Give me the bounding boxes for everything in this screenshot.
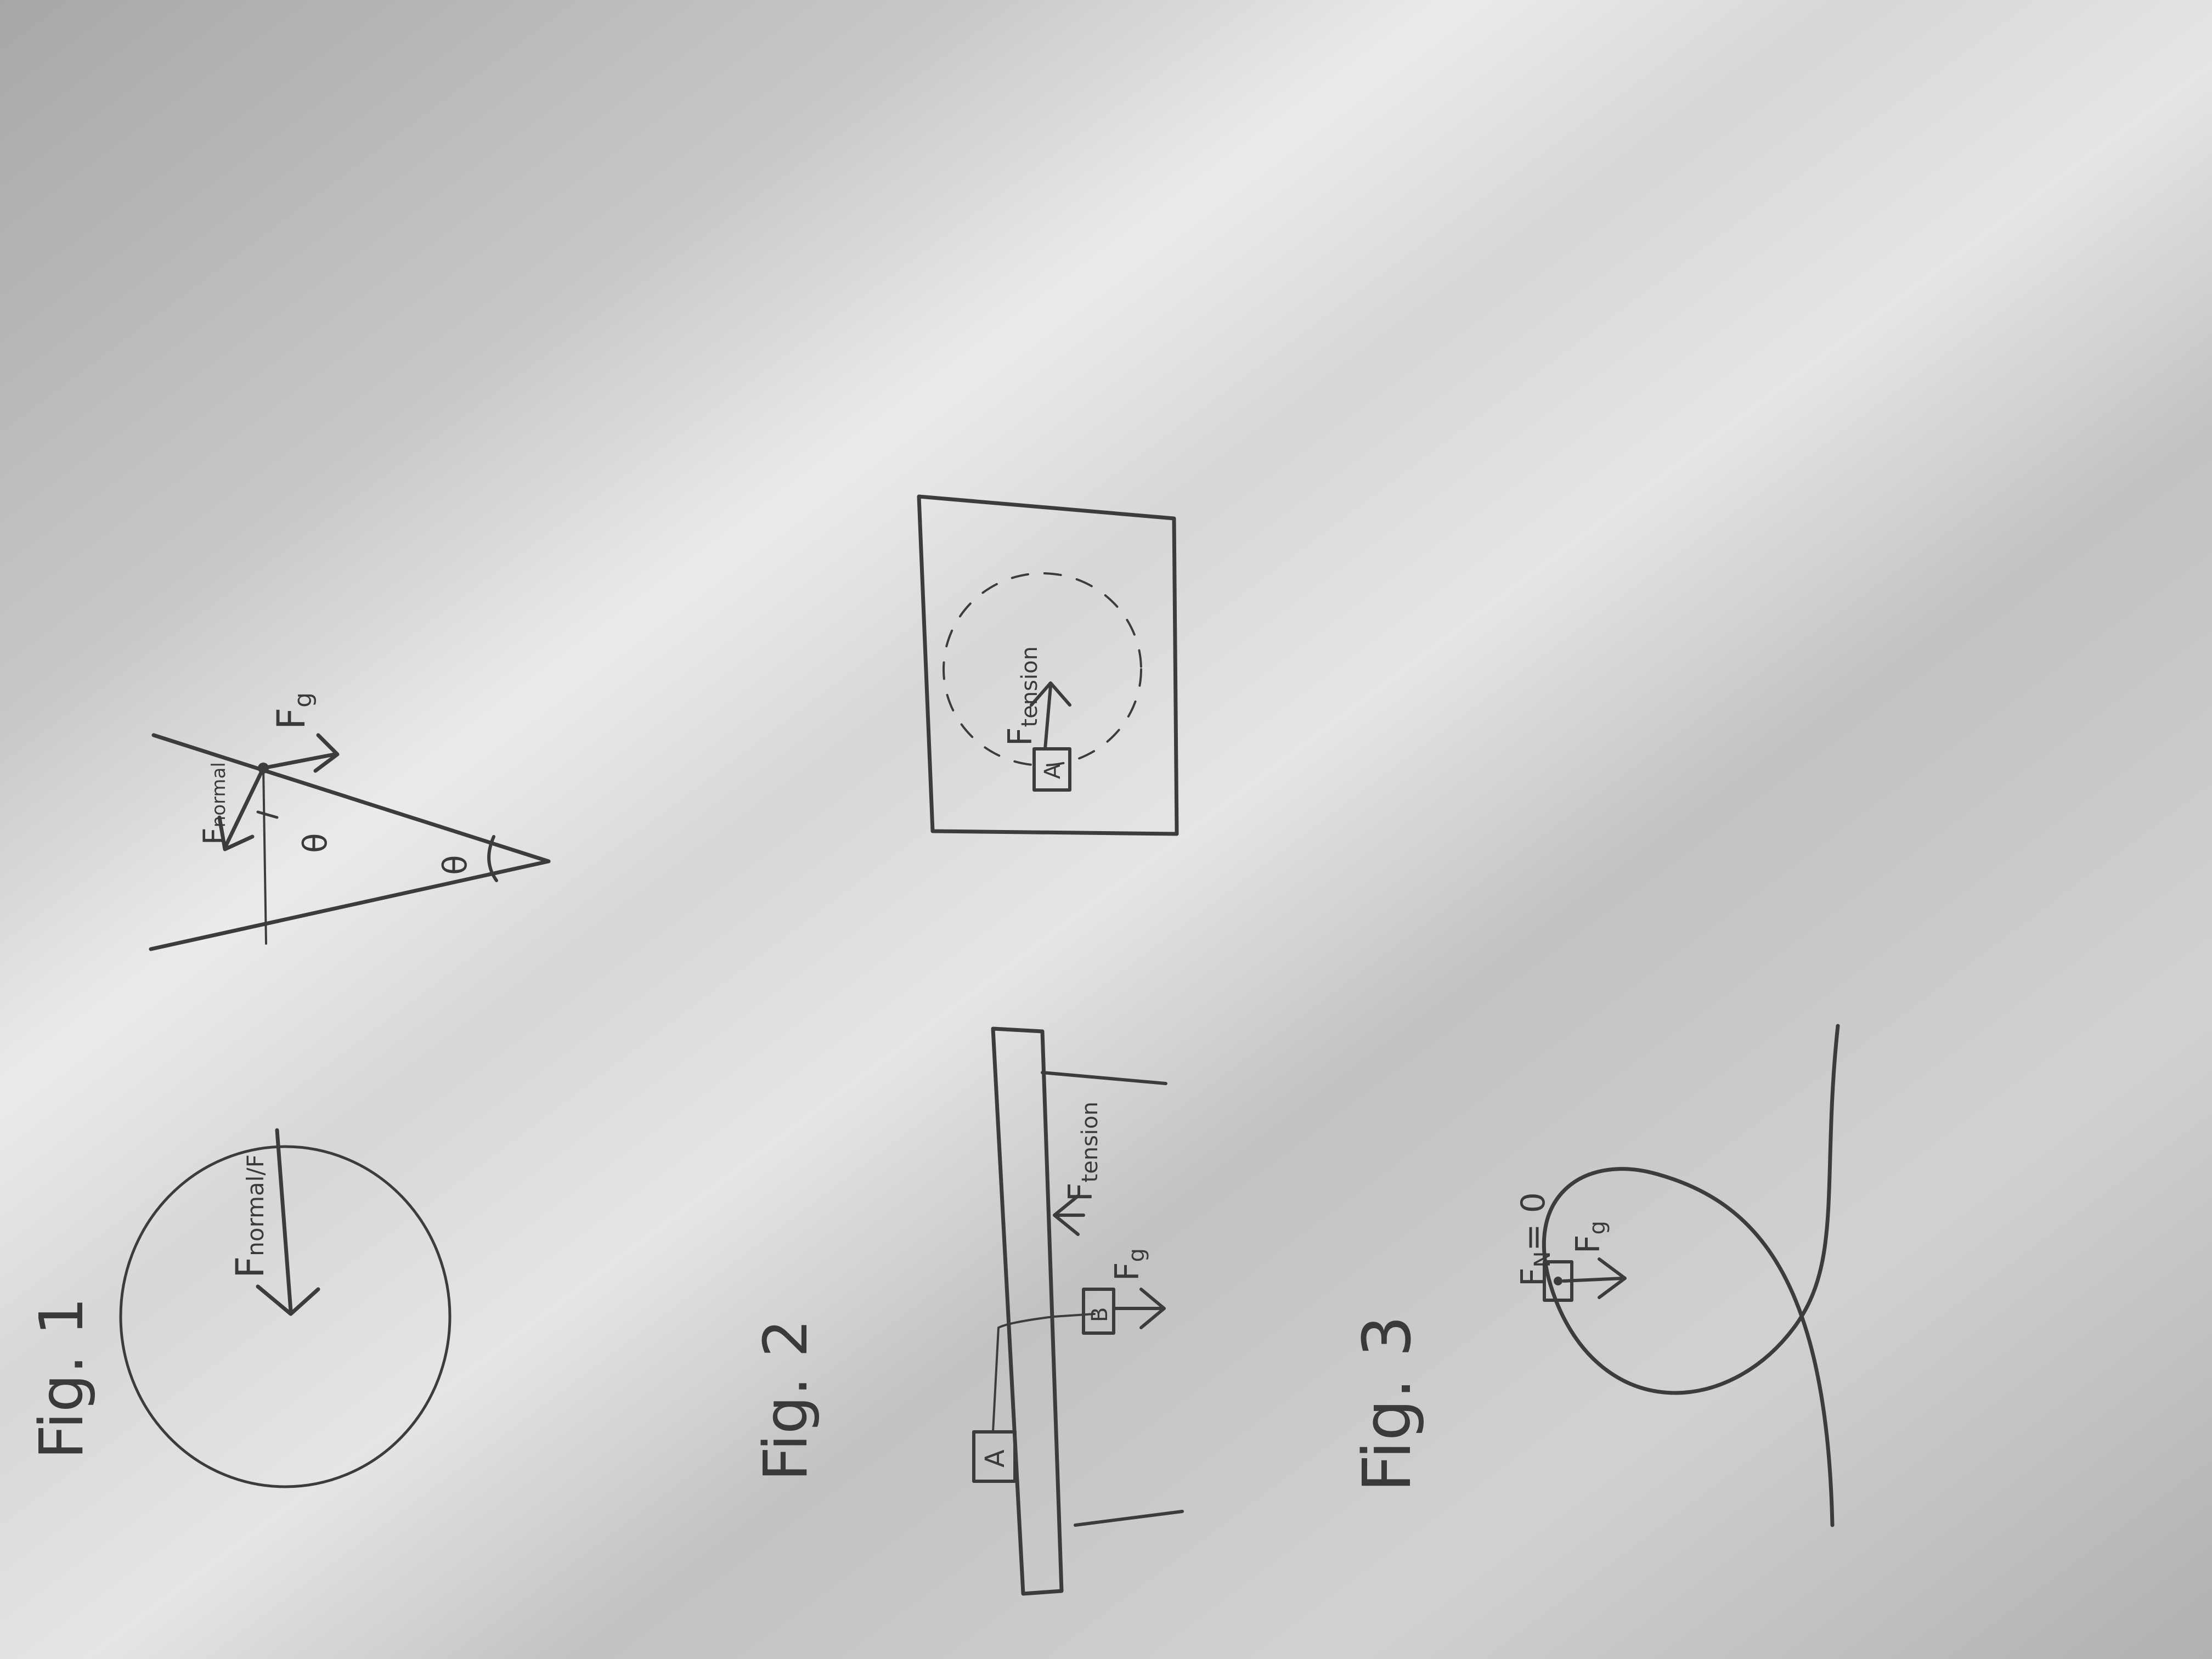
fig1-cone-normal-arrow xyxy=(223,766,266,850)
fig3-gravity-label: Fg xyxy=(1569,1221,1610,1254)
fig2-tension-arrowhead xyxy=(1053,1194,1080,1236)
fig2-block-a xyxy=(972,1430,1017,1483)
fig1-normal-label: Fnormal/F xyxy=(228,1154,273,1278)
figure-2: Fig. 2 A B Fg Ftension xyxy=(751,494,1184,1596)
fig2-top-block-label: A xyxy=(1040,764,1065,779)
fig2-platform-diagram: A Ftension xyxy=(917,494,1179,836)
fig2-rope xyxy=(992,1313,1096,1433)
fig1-cone-normal-arrowhead xyxy=(217,815,255,851)
fig2-centripetal-label: Ftension xyxy=(1001,646,1042,746)
fig2-gravity-label: Fg xyxy=(1108,1248,1149,1281)
fig1-gravity-arrow xyxy=(261,752,337,770)
fig2-top-block xyxy=(1032,747,1071,792)
fig2-beam xyxy=(991,1026,1064,1596)
fig2-platform-box xyxy=(917,494,1179,836)
fig2-leg-top xyxy=(1041,1071,1167,1085)
fig2-centripetal-arrowhead xyxy=(1030,681,1071,707)
fig2-beam-diagram: A B Fg Ftension xyxy=(972,1026,1184,1596)
fig2-centripetal-arrow xyxy=(1043,684,1052,751)
fig1-circle xyxy=(119,1145,452,1488)
fig1-angle-arc xyxy=(487,835,498,882)
fig2-leg-bottom xyxy=(1074,1510,1184,1527)
fig2-rotation-path xyxy=(943,572,1142,766)
figure-1: Fig. 1 Fnormal/F Fg Fno xyxy=(26,692,551,1488)
fig3-loop-diagram: Fg FN= 0 xyxy=(1514,1024,1840,1527)
fig1-normal-arrow xyxy=(275,1128,293,1313)
fig1-angle-mark xyxy=(256,810,279,819)
figure-1-label: Fig. 1 xyxy=(26,1297,97,1459)
fig3-cart-point xyxy=(1554,1277,1562,1285)
fig2-block-a-label: A xyxy=(980,1449,1011,1468)
fig1-angle-label-2: θ xyxy=(436,855,475,875)
fig2-block-b-label: B xyxy=(1087,1307,1113,1322)
fig3-loop-track xyxy=(1542,1024,1840,1527)
fig1-angle-label-1: θ xyxy=(296,833,335,853)
fig3-gravity-arrowhead xyxy=(1598,1257,1627,1299)
fig1-circle-diagram: Fnormal/F xyxy=(119,1128,452,1488)
fig1-normal-arrowhead xyxy=(256,1284,320,1316)
figure-3: Fig. 3 Fg FN= 0 xyxy=(1350,1024,1840,1527)
figure-2-label: Fig. 2 xyxy=(751,1319,821,1481)
figure-3-label: Fig. 3 xyxy=(1350,1316,1426,1492)
fig1-vertical-guide xyxy=(262,767,267,945)
fig1-gravity-label: Fg xyxy=(269,692,317,730)
fig1-gravity-arrowhead xyxy=(313,733,340,773)
fig2-tension-label: Ftension xyxy=(1062,1102,1103,1201)
fig1-cone-normal-label: Fnormal xyxy=(197,762,232,845)
fig1-cone-diagram: Fg Fnormal θ θ xyxy=(149,692,551,951)
fig2-gravity-arrowhead xyxy=(1139,1288,1166,1329)
fig1-cone xyxy=(149,733,551,951)
fig3-normal-label: FN= 0 xyxy=(1514,1192,1555,1286)
fig2-block-b xyxy=(1082,1288,1115,1335)
fig3-gravity-arrow xyxy=(1562,1277,1626,1283)
